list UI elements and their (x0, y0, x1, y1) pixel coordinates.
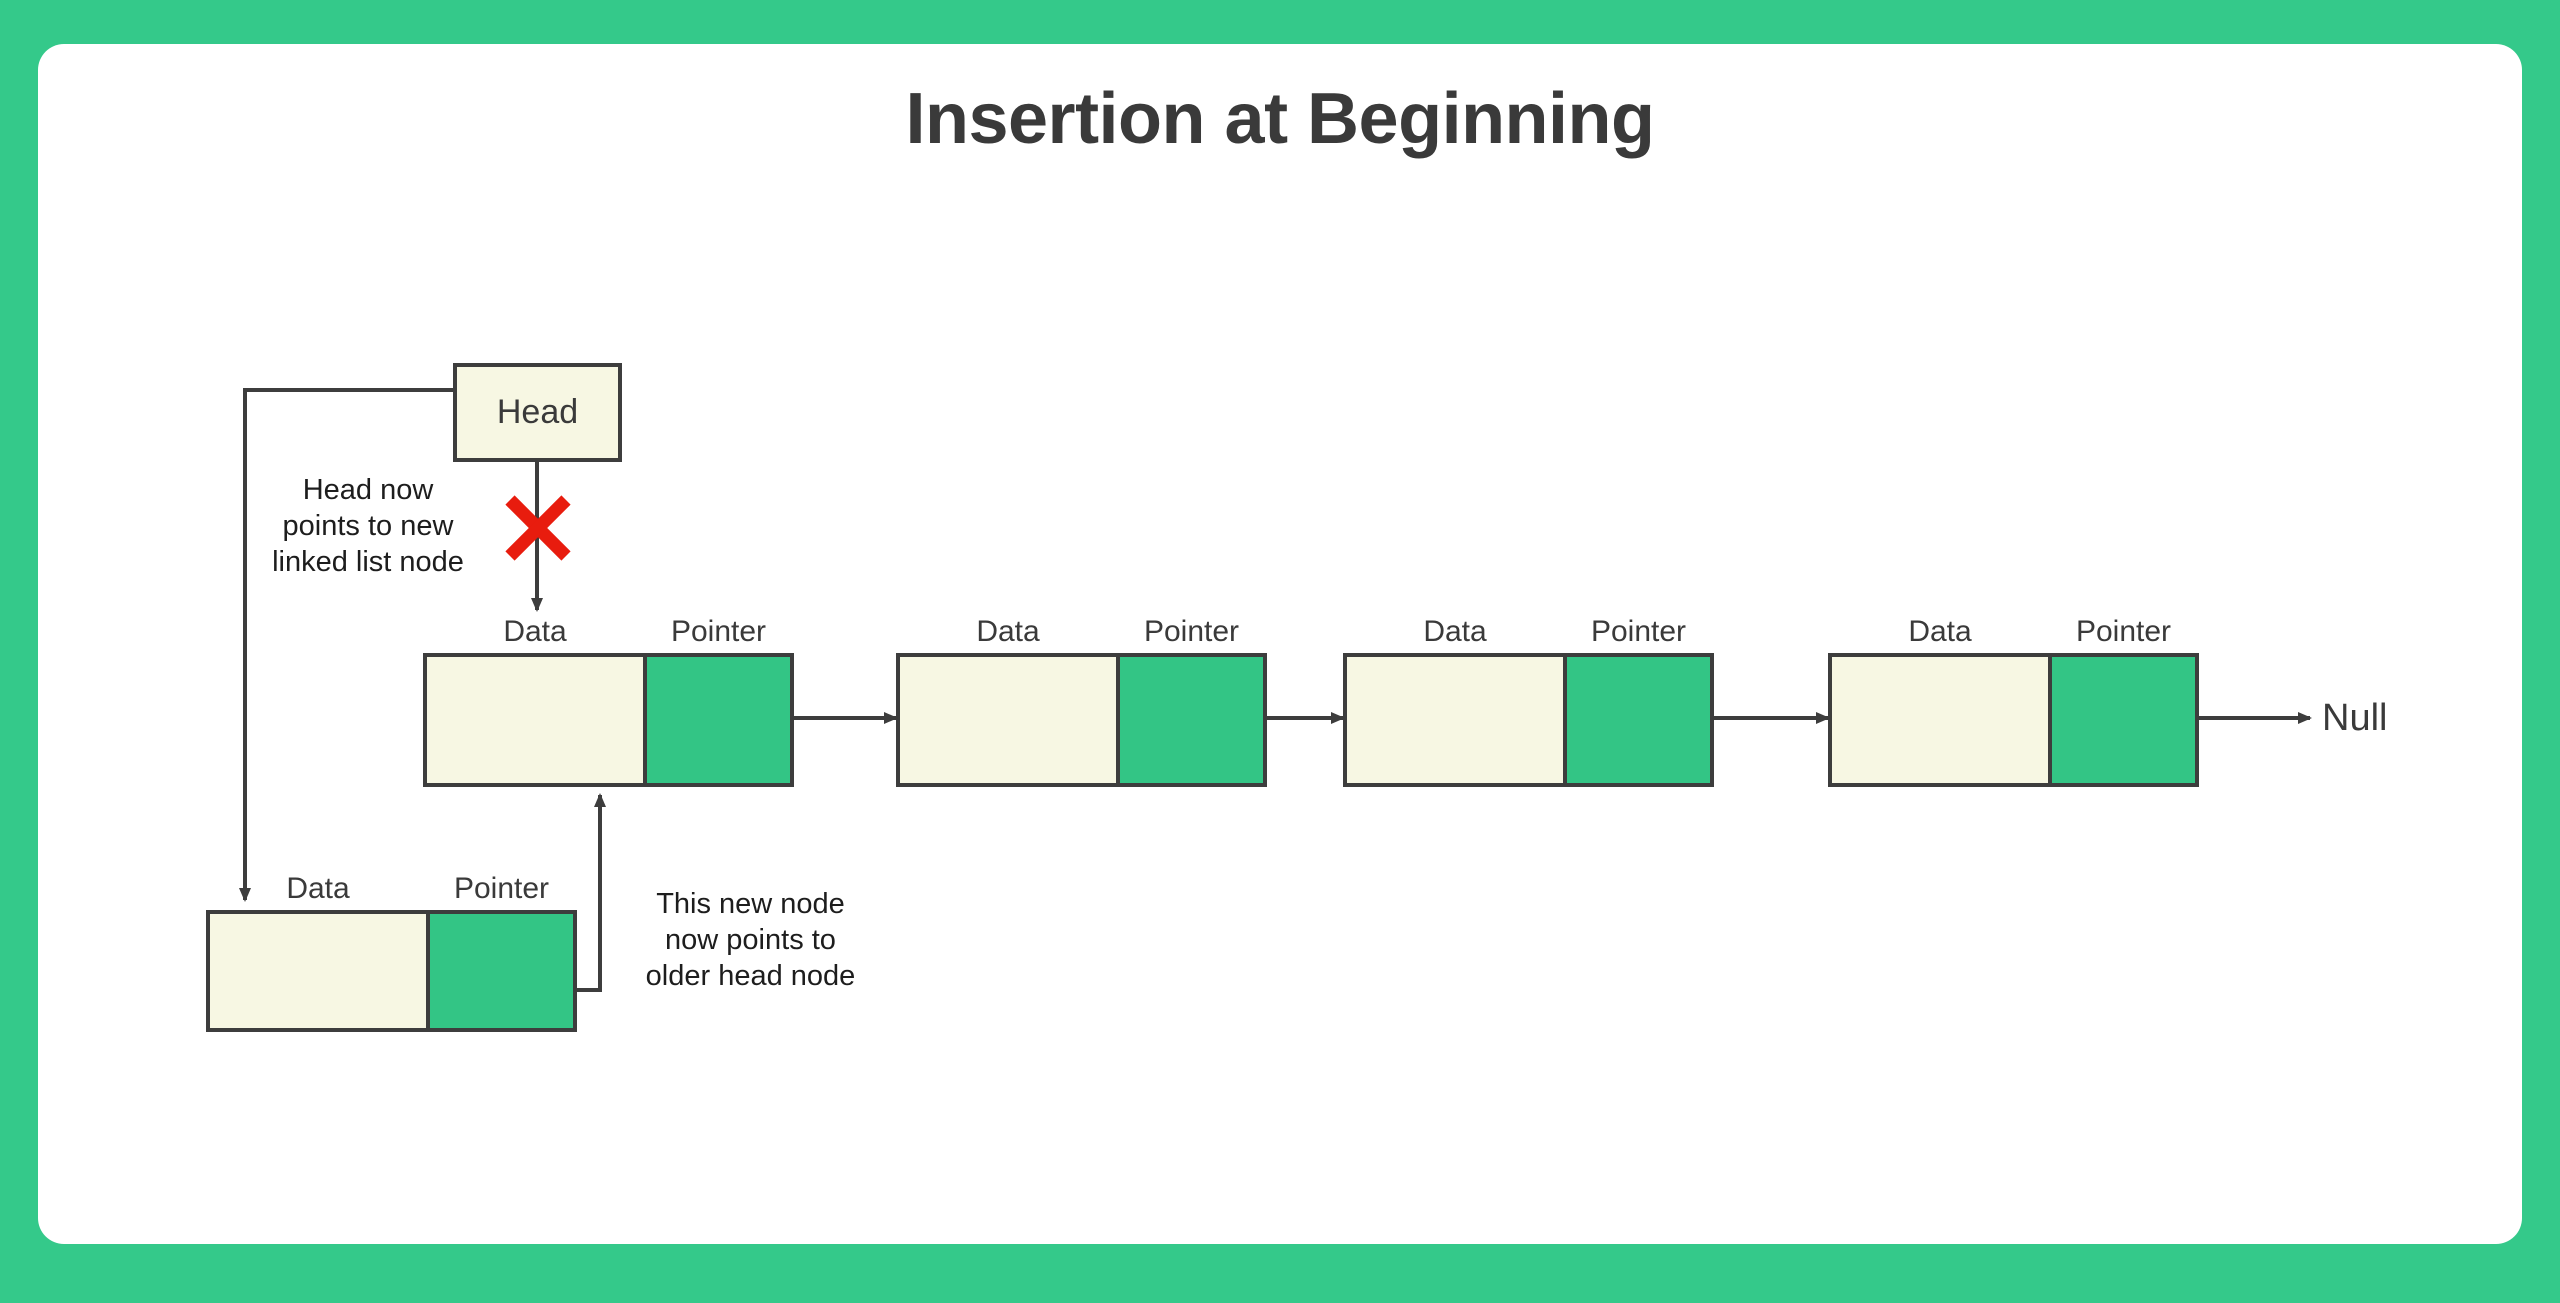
null-terminator-label: Null (2322, 697, 2388, 739)
head-note-annotation: Head now points to new linked list node (272, 474, 464, 578)
page-title: Insertion at Beginning (905, 79, 1655, 159)
head-to-new-node-connector (239, 388, 455, 902)
new-node-data-cell (206, 910, 430, 1032)
node-4-pointer-label: Pointer (2075, 615, 2172, 648)
node-2-data-cell (896, 653, 1120, 787)
node-2-pointer-cell (1116, 653, 1267, 787)
node-4-data-label: Data (1908, 615, 1972, 648)
new-node-pointer-cell (426, 910, 577, 1032)
new-node-to-node-1-connector (575, 793, 606, 992)
white-card (38, 44, 2522, 1244)
new-node-data-label: Data (286, 872, 350, 905)
node-3-data-label: Data (1423, 615, 1487, 648)
node-3-pointer-cell (1563, 653, 1714, 787)
node-1-data-label: Data (503, 615, 567, 648)
broken-link-cross-icon (505, 495, 571, 561)
node-1-data-cell (423, 653, 647, 787)
head-box-label: Head (496, 393, 579, 431)
new-node-note-annotation: This new node now points to older head n… (645, 888, 856, 992)
node-2-pointer-label: Pointer (1143, 615, 1240, 648)
node-2-data-label: Data (976, 615, 1040, 648)
node-4-pointer-cell (2048, 653, 2199, 787)
node-1-pointer-label: Pointer (670, 615, 767, 648)
node-3-pointer-label: Pointer (1590, 615, 1687, 648)
new-node-pointer-label: Pointer (453, 872, 550, 905)
node-4-data-cell (1828, 653, 2052, 787)
node-3-data-cell (1343, 653, 1567, 787)
node-1-pointer-cell (643, 653, 794, 787)
